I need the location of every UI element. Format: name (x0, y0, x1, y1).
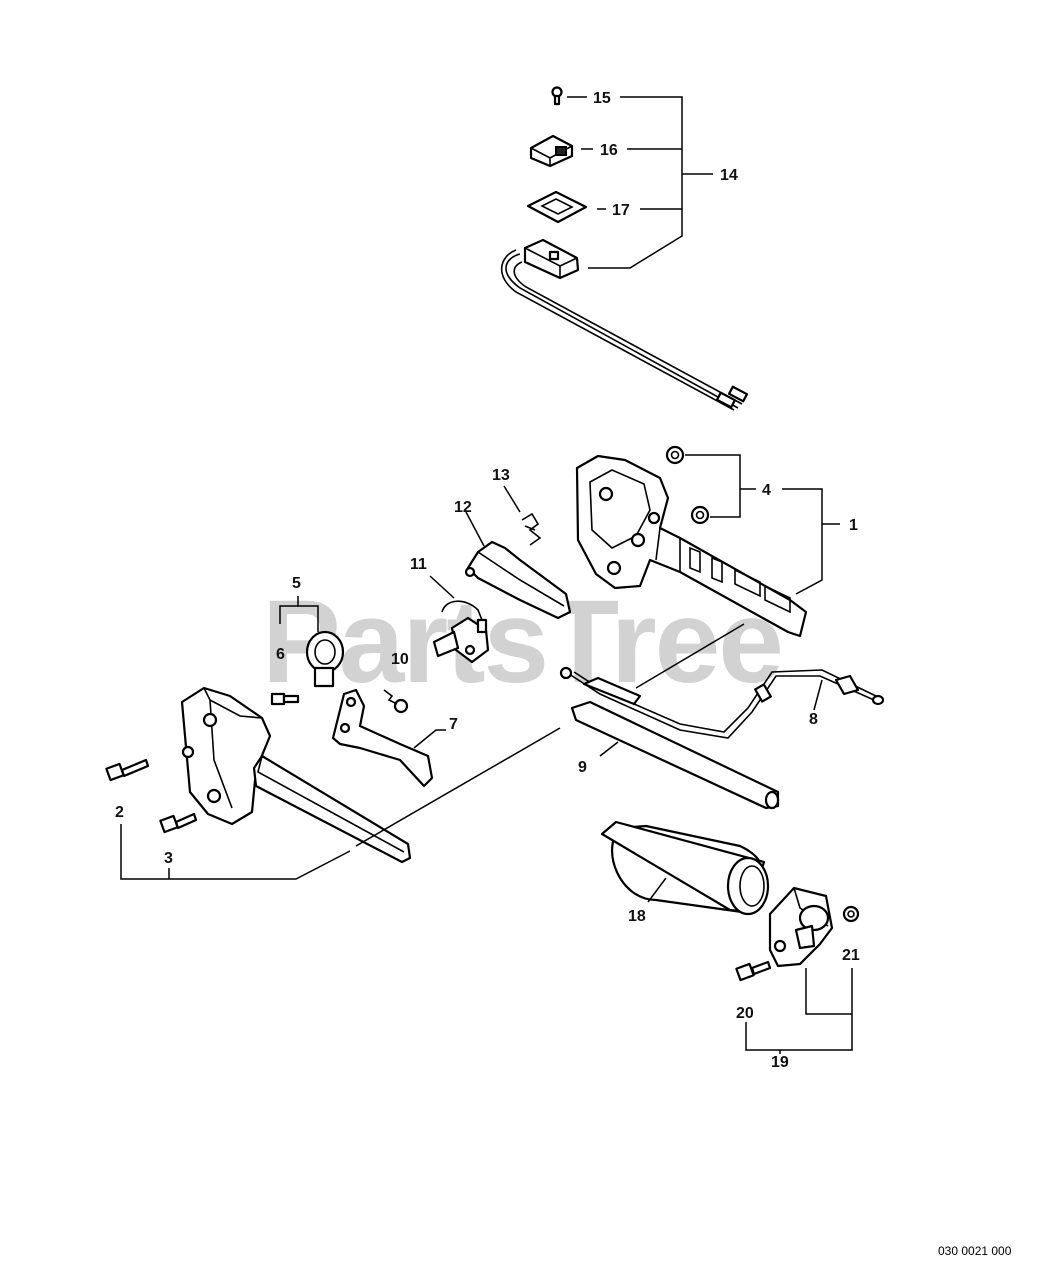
part-12-trigger-lever[interactable] (464, 540, 572, 620)
part-2-screw[interactable] (105, 758, 150, 782)
part-3-screw[interactable] (159, 812, 198, 834)
callout-12: 12 (454, 499, 472, 516)
callout-16: 16 (600, 142, 618, 159)
part-6-bolt[interactable] (270, 692, 300, 706)
part-2-3-handle-case-assy[interactable] (180, 686, 412, 864)
part-4-nut-b[interactable] (690, 505, 710, 525)
part-20-bolt[interactable] (735, 960, 772, 982)
part-16-clip[interactable] (529, 134, 574, 168)
callout-21: 21 (842, 947, 860, 964)
callout-8: 8 (809, 711, 818, 728)
part-9-rod[interactable] (570, 700, 780, 810)
part-10-screw[interactable] (383, 689, 409, 714)
part-14-stop-switch[interactable] (500, 238, 749, 411)
part-18-grip[interactable] (600, 820, 770, 916)
callout-10: 10 (391, 651, 409, 668)
part-1-handle-housing[interactable] (575, 454, 808, 638)
callout-15: 15 (593, 90, 611, 107)
callout-7: 7 (449, 716, 458, 733)
part-5-clamp[interactable] (305, 630, 345, 688)
callout-6: 6 (276, 646, 285, 663)
part-4-nut-a[interactable] (665, 445, 685, 465)
callout-2: 2 (115, 804, 124, 821)
part-17-plate[interactable] (526, 190, 588, 224)
callout-5: 5 (292, 575, 301, 592)
part-13-spring[interactable] (521, 512, 542, 546)
callout-17: 17 (612, 202, 630, 219)
part-11-cable-fitting[interactable] (432, 600, 490, 664)
callout-3: 3 (164, 850, 173, 867)
callout-13: 13 (492, 467, 510, 484)
part-8-throttle-cable[interactable] (559, 666, 885, 739)
callout-19: 19 (771, 1054, 789, 1071)
callout-4: 4 (762, 482, 771, 499)
callout-18: 18 (628, 908, 646, 925)
callout-14: 14 (720, 167, 738, 184)
callout-1: 1 (849, 517, 858, 534)
callout-11: 11 (410, 556, 427, 573)
part-19-grip-holder[interactable] (768, 886, 834, 968)
part-21-nut[interactable] (842, 905, 860, 923)
callout-20: 20 (736, 1005, 754, 1022)
part-15-screw[interactable] (551, 86, 563, 106)
part-7-throttle-trigger[interactable] (331, 688, 434, 788)
diagram-code: 030 0021 000 (938, 1244, 1012, 1258)
callout-9: 9 (578, 759, 587, 776)
